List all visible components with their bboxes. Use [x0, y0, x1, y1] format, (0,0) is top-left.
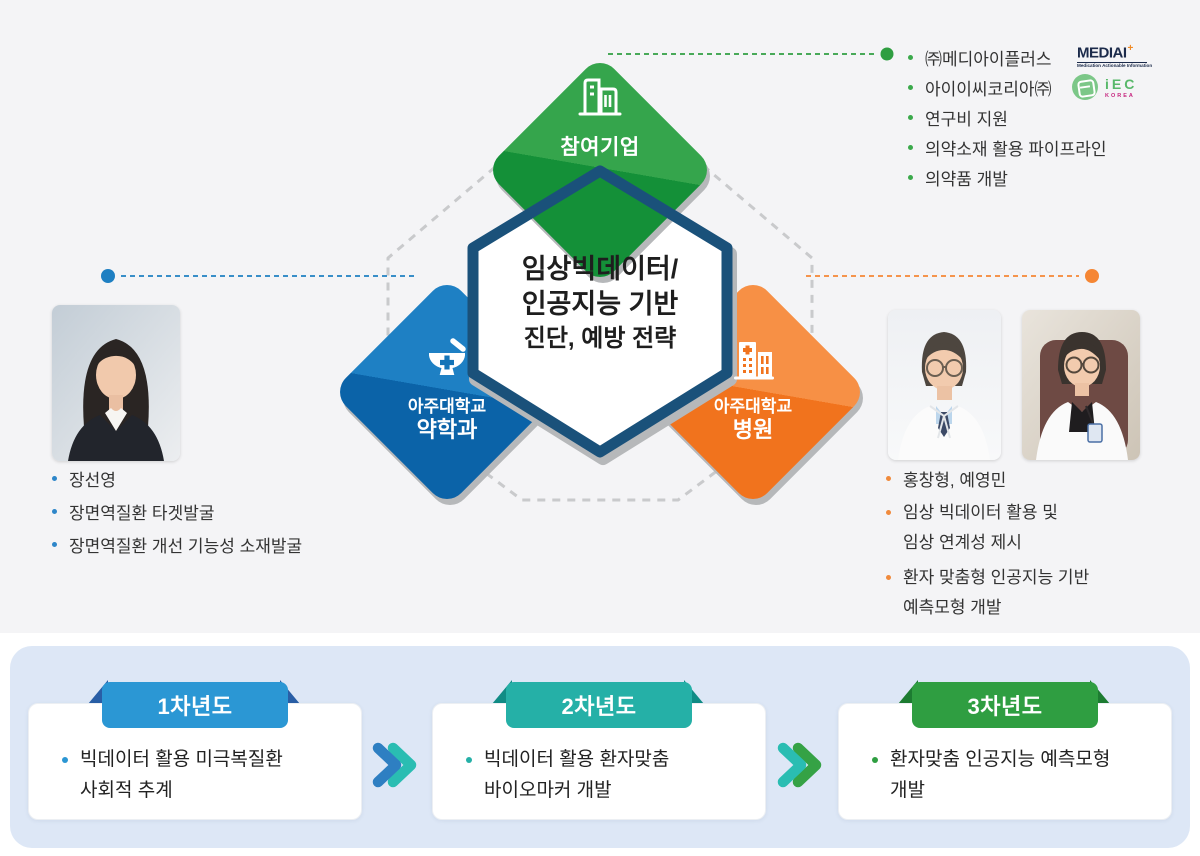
bullet-dot	[62, 757, 68, 763]
bullet-dot	[52, 509, 57, 514]
pharmacy-item-label: 장선영	[69, 471, 116, 490]
center-hexagon-border	[467, 165, 733, 458]
pharmacy-org: 아주대학교	[407, 397, 487, 416]
pharmacy-researcher-photo	[52, 305, 180, 461]
hospital-dept: 병원	[732, 417, 774, 442]
pharmacy-mortar-icon	[429, 338, 466, 375]
year2-badge: 2차년도	[506, 682, 692, 728]
mediai-logo: MEDIAI+ Medication Actionable Informatio…	[1077, 43, 1153, 69]
hospital-item-label: 홍창형, 예영민	[903, 471, 1007, 490]
list-item: 의약소재 활용 파이프라인	[908, 132, 1107, 162]
list-item: 홍창형, 예영민	[886, 462, 1089, 495]
iec-logo-text: iEC	[1105, 75, 1138, 92]
hospital-bullet-list: 홍창형, 예영민 임상 빅데이터 활용 및 임상 연계성 제시 환자 맞춤형 인…	[886, 462, 1089, 623]
year2-text: 빅데이터 활용 환자맞춤 바이오마커 개발	[484, 744, 669, 806]
female-doctor-portrait-illustration	[1022, 310, 1140, 460]
bullet-dot	[872, 757, 878, 763]
bullet-dot	[908, 114, 913, 120]
center-line-1: 임상빅데이터/	[521, 254, 679, 284]
company-node-label: 참여기업	[560, 136, 640, 159]
year3-line-1: 환자맞춤 인공지능 예측모형	[890, 749, 1111, 770]
partner-item-label: 연구비 지원	[925, 109, 1008, 129]
list-item: 장선영	[52, 462, 302, 495]
hospital-item-label: 임상 빅데이터 활용 및	[903, 503, 1058, 522]
hospital-doctor-photo-1	[888, 310, 1001, 460]
pharmacy-bullet-list: 장선영 장면역질환 타겟발굴 장면역질환 개선 기능성 소재발굴	[52, 462, 302, 561]
list-item: ㈜메디아이플러스	[908, 42, 1107, 72]
chevron-arrow-icon	[372, 742, 417, 788]
list-item: 연구비 지원	[908, 102, 1107, 132]
hospital-building-icon	[734, 342, 774, 380]
year1-badge: 1차년도	[102, 682, 288, 728]
year3-text: 환자맞춤 인공지능 예측모형 개발	[890, 744, 1110, 806]
woman-portrait-illustration	[52, 305, 180, 461]
year3-line-2: 개발	[890, 780, 925, 801]
connector-pharmacy-dot	[101, 269, 115, 283]
partner-item-label: 의약소재 활용 파이프라인	[925, 139, 1107, 159]
bullet-dot	[52, 542, 57, 547]
hospital-doctor-photo-2	[1022, 310, 1140, 460]
mediai-logo-caption: Medication Actionable Information	[1077, 62, 1153, 69]
male-doctor-portrait-illustration	[888, 310, 1001, 460]
year1-line-1: 빅데이터 활용 미극복질환	[80, 749, 283, 770]
center-line-2: 인공지능 기반	[521, 289, 679, 319]
bullet-dot	[466, 757, 472, 763]
pharmacy-item-label: 장면역질환 개선 기능성 소재발굴	[69, 537, 303, 556]
partners-list: ㈜메디아이플러스 아이이씨코리아㈜ 연구비 지원 의약소재 활용 파이프라인 의…	[908, 42, 1107, 192]
partner-item-label: 아이이씨코리아㈜	[925, 79, 1052, 99]
hospital-item-label: 임상 연계성 제시	[903, 533, 1022, 552]
center-strategy-text: 임상빅데이터/ 인공지능 기반 진단, 예방 전략	[460, 252, 740, 355]
list-item: 환자 맞춤형 인공지능 기반 예측모형 개발	[886, 563, 1089, 623]
year1-text: 빅데이터 활용 미극복질환 사회적 추계	[80, 744, 283, 806]
hospital-org: 아주대학교	[713, 397, 793, 416]
list-item: 장면역질환 타겟발굴	[52, 495, 302, 528]
company-building-icon	[578, 78, 622, 116]
pharmacy-node-label: 아주대학교 약학과	[367, 396, 527, 442]
list-item: 임상 빅데이터 활용 및 임상 연계성 제시	[886, 498, 1089, 558]
year3-badge: 3차년도	[912, 682, 1098, 728]
bullet-dot	[908, 54, 913, 60]
partner-item-label: 의약품 개발	[925, 169, 1008, 189]
list-item: 의약품 개발	[908, 162, 1107, 192]
bullet-dot	[52, 476, 57, 481]
hospital-node-label: 아주대학교 병원	[673, 396, 833, 442]
bullet-dot	[886, 575, 891, 580]
center-line-3: 진단, 예방 전략	[523, 325, 677, 352]
venn-diamond-diagram	[101, 47, 1099, 505]
year2-line-1: 빅데이터 활용 환자맞춤	[484, 749, 670, 770]
connector-company-dot	[880, 47, 894, 61]
bullet-dot	[886, 510, 891, 515]
iec-logo-country: KOREA	[1105, 92, 1135, 99]
year2-line-2: 바이오마커 개발	[484, 780, 612, 801]
list-item: 아이이씨코리아㈜	[908, 72, 1107, 102]
year1-line-2: 사회적 추계	[80, 780, 173, 801]
mediai-logo-text: MEDIAI	[1077, 44, 1127, 62]
pharmacy-dept: 약학과	[416, 417, 478, 442]
partner-item-label: ㈜메디아이플러스	[925, 49, 1052, 69]
pharmacy-item-label: 장면역질환 타겟발굴	[69, 504, 215, 523]
dashed-backdrop-hexagon	[386, 76, 814, 502]
connector-hospital-dot	[1085, 269, 1099, 283]
list-item: 장면역질환 개선 기능성 소재발굴	[52, 528, 302, 561]
hospital-item-label: 환자 맞춤형 인공지능 기반	[903, 568, 1090, 587]
bullet-dot	[908, 84, 913, 90]
iec-korea-logo: iEC KOREA	[1072, 74, 1137, 100]
chevron-arrow-icon	[777, 742, 822, 788]
bullet-dot	[908, 144, 913, 150]
iec-logo-mark-icon	[1072, 74, 1098, 100]
mediai-plus-icon: +	[1127, 43, 1134, 54]
bullet-dot	[908, 174, 913, 180]
hospital-item-label: 예측모형 개발	[903, 598, 1002, 617]
bullet-dot	[886, 476, 891, 481]
